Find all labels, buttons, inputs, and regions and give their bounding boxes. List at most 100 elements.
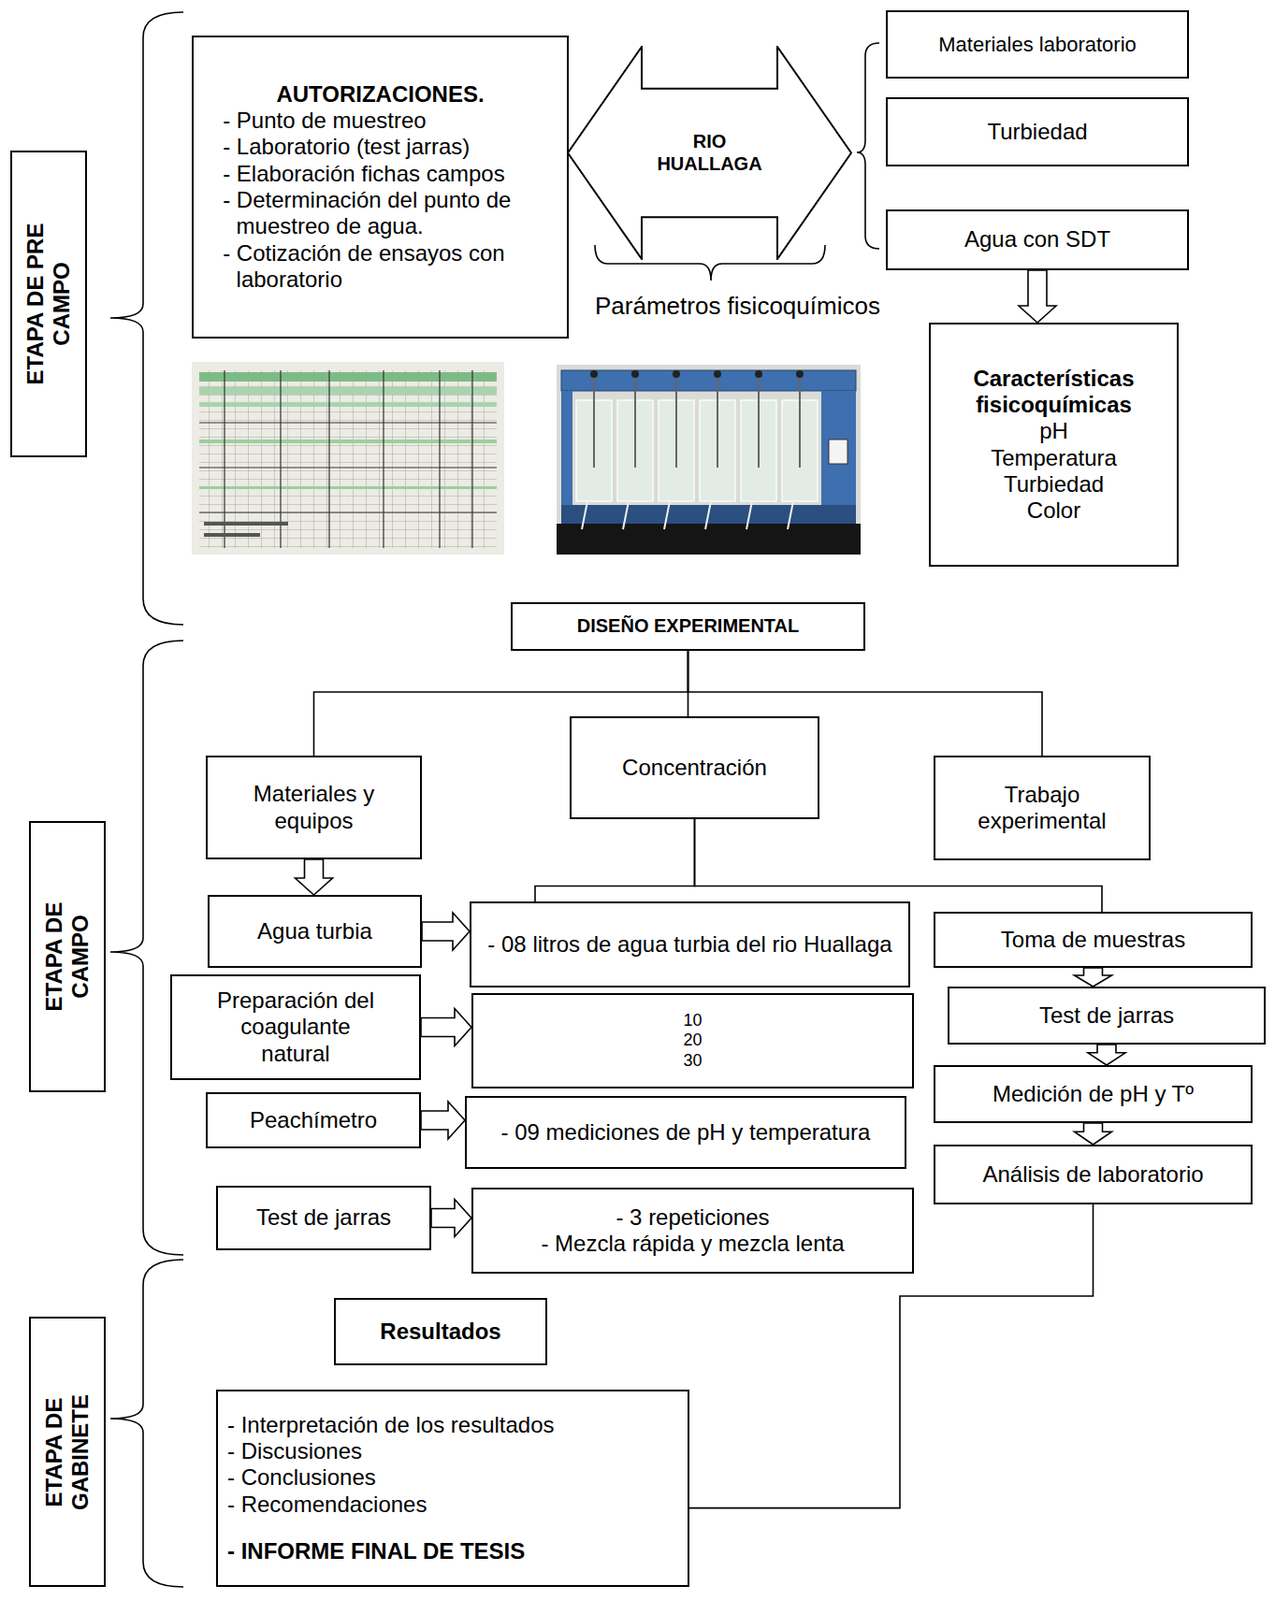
text-holder: Toma de muestras	[946, 927, 1240, 954]
process-box: Medición de pH y Tº	[933, 1065, 1253, 1124]
process-box: Concentración	[569, 716, 820, 820]
jar-test-photo	[556, 364, 861, 555]
process-box: - 08 litros de agua turbia del rio Huall…	[469, 901, 911, 988]
node-text: Preparación del coagulante natural	[205, 987, 386, 1068]
stage-box: ETAPA DE PRE CAMPO	[10, 150, 87, 458]
node-text: - INFORME FINAL DE TESIS	[227, 1538, 679, 1565]
text-holder: Test de jarras	[960, 1002, 1253, 1029]
text-holder: ETAPA DE PRE CAMPO	[22, 205, 76, 403]
text-holder: Resultados	[347, 1318, 535, 1346]
process-box: Análisis de laboratorio	[933, 1144, 1253, 1205]
node-text: Materiales y equipos	[218, 781, 409, 835]
node-text: Trabajo experimental	[946, 782, 1138, 836]
text-holder: - 09 mediciones de pH y temperatura	[478, 1119, 894, 1146]
node-text: 30	[484, 1051, 901, 1072]
brace-label: Parámetros fisicoquímicos	[594, 291, 881, 321]
node-text: Toma de muestras	[946, 927, 1240, 954]
group-bracket	[856, 43, 880, 249]
process-box: Materiales laboratorio	[885, 10, 1189, 79]
node-text: 10	[484, 1011, 901, 1031]
title-box: DISEÑO EXPERIMENTAL	[510, 602, 866, 652]
block-arrow	[1074, 968, 1113, 987]
block-arrow	[1087, 1044, 1126, 1066]
text-holder: Materiales y equipos	[218, 781, 409, 835]
block-arrow	[431, 1200, 472, 1238]
text-holder: Agua turbia	[220, 918, 409, 945]
node-text: Turbiedad	[941, 471, 1166, 498]
text-holder: RIO HUALLAGA	[646, 130, 773, 175]
node-text: - Elaboración fichas campos	[216, 160, 545, 188]
node-text: Color	[941, 497, 1166, 524]
process-box: 102030	[471, 993, 914, 1089]
block-arrow	[420, 1101, 465, 1140]
node-text: - Interpretación de los resultados	[227, 1412, 679, 1439]
stage-box: ETAPA DE GABINETE	[28, 1317, 106, 1588]
text-holder: AUTORIZACIONES.- Punto de muestreo- Labo…	[216, 81, 545, 294]
node-text: - Conclusiones	[227, 1464, 679, 1492]
process-box: Agua con SDT	[885, 209, 1189, 271]
text-holder: Test de jarras	[229, 1204, 419, 1232]
node-text: Peachímetro	[218, 1107, 408, 1134]
node-text: Test de jarras	[960, 1002, 1253, 1029]
node-text: AUTORIZACIONES.	[216, 81, 545, 108]
text-holder: Medición de pH y Tº	[946, 1081, 1240, 1108]
process-box: Materiales y equipos	[205, 755, 422, 860]
process-box: Test de jarras	[947, 986, 1266, 1045]
block-arrow	[1074, 1123, 1113, 1145]
node-text: Agua turbia	[220, 918, 409, 945]
process-box: Toma de muestras	[933, 912, 1253, 969]
node-text: Características fisicoquímicas	[941, 365, 1166, 420]
text-holder: Características fisicoquímicaspHTemperat…	[941, 365, 1166, 525]
double-arrow: RIO HUALLAGA	[566, 45, 853, 261]
text-holder: - 3 repeticiones- Mezcla rápida y mezcla…	[484, 1204, 901, 1259]
node-text: Turbiedad	[898, 118, 1176, 145]
node-text: - Recomendaciones	[227, 1492, 679, 1519]
process-box: Turbiedad	[885, 97, 1189, 167]
process-box: - Interpretación de los resultados- Disc…	[216, 1390, 690, 1588]
text-holder: Trabajo experimental	[946, 782, 1138, 836]
process-box: Peachímetro	[205, 1092, 421, 1149]
node-text: - Punto de muestreo	[216, 107, 545, 134]
node-text: - Discusiones	[227, 1438, 679, 1465]
block-arrow	[421, 912, 470, 951]
stage-box: ETAPA DE CAMPO	[28, 821, 106, 1093]
process-box: - 09 mediciones de pH y temperatura	[464, 1096, 907, 1170]
stage-brace	[110, 12, 184, 625]
node-text: - Determinación del punto de muestreo de…	[216, 187, 545, 241]
node-text: Concentración	[582, 754, 807, 782]
process-box: - 3 repeticiones- Mezcla rápida y mezcla…	[471, 1188, 914, 1275]
node-text: ETAPA DE PRE CAMPO	[22, 205, 76, 403]
text-holder: ETAPA DE GABINETE	[41, 1382, 95, 1523]
double-arrow-shape	[567, 46, 852, 260]
field-sheet-photo	[191, 362, 505, 555]
process-box: Resultados	[333, 1298, 548, 1366]
stage-brace	[110, 1260, 184, 1588]
text-holder: Agua con SDT	[898, 226, 1176, 253]
process-box: Test de jarras	[216, 1186, 432, 1251]
node-text: Temperatura	[941, 445, 1166, 472]
node-text: DISEÑO EXPERIMENTAL	[523, 615, 853, 638]
text-holder: Peachímetro	[218, 1107, 408, 1134]
text-holder: Concentración	[582, 754, 807, 782]
text-holder: Materiales laboratorio	[898, 32, 1176, 58]
node-text: - Laboratorio (test jarras)	[216, 133, 545, 160]
node-text: - 09 mediciones de pH y temperatura	[478, 1119, 894, 1146]
node-text: Test de jarras	[229, 1204, 419, 1232]
process-box: Preparación del coagulante natural	[170, 974, 421, 1081]
node-text: - 08 litros de agua turbia del rio Huall…	[482, 931, 898, 958]
process-box: AUTORIZACIONES.- Punto de muestreo- Labo…	[191, 35, 569, 339]
node-text: Materiales laboratorio	[898, 32, 1176, 58]
node-text: ETAPA DE CAMPO	[41, 886, 95, 1028]
node-text: Agua con SDT	[898, 226, 1176, 253]
text-holder: Turbiedad	[898, 118, 1176, 145]
block-arrow	[295, 859, 334, 896]
node-text: Resultados	[347, 1318, 535, 1346]
text-holder: ETAPA DE CAMPO	[41, 886, 95, 1028]
text-holder: Preparación del coagulante natural	[205, 987, 386, 1068]
process-box: Características fisicoquímicaspHTemperat…	[928, 322, 1179, 567]
node-text: Análisis de laboratorio	[946, 1161, 1240, 1189]
text-holder: - 08 litros de agua turbia del rio Huall…	[482, 931, 898, 958]
node-text: Medición de pH y Tº	[946, 1081, 1240, 1108]
node-text: - 3 repeticiones	[484, 1204, 901, 1232]
stage-brace	[110, 640, 184, 1256]
